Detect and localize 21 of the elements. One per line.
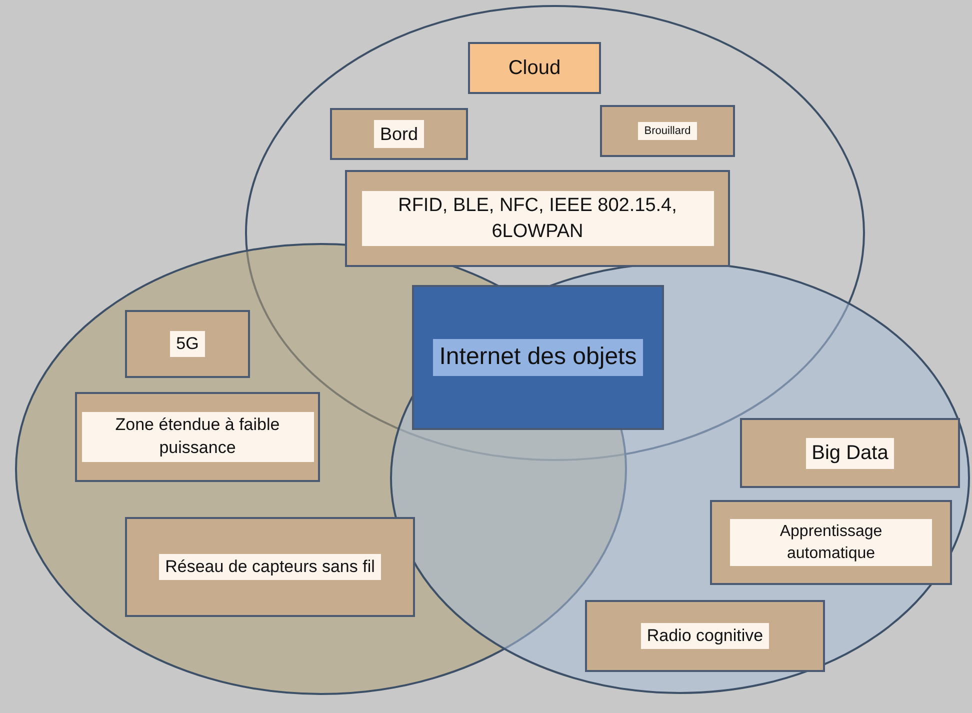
term-card	[740, 418, 960, 488]
term-label: Internet des objets	[433, 339, 643, 376]
term-card	[710, 500, 952, 585]
term-label: Zone étendue à faible puissance	[82, 412, 314, 462]
term-card	[125, 517, 415, 617]
term-label: Big Data	[806, 438, 894, 468]
term-card	[585, 600, 825, 672]
term-card	[330, 108, 468, 160]
term-card	[468, 42, 601, 94]
term-label: Réseau de capteurs sans fil	[159, 554, 381, 580]
term-label: Radio cognitive	[640, 622, 770, 650]
term-label: RFID, BLE, NFC, IEEE 802.15.4, 6LOWPAN	[362, 190, 714, 246]
term-label: 5G	[170, 330, 205, 358]
term-card	[600, 105, 735, 157]
term-card	[125, 310, 250, 378]
term-card	[412, 285, 664, 430]
term-label: Bord	[374, 120, 424, 148]
term-label: Apprentissage automatique	[730, 518, 932, 566]
term-label: Brouillard	[638, 122, 697, 140]
term-label: Cloud	[507, 56, 562, 80]
term-card	[75, 392, 320, 482]
